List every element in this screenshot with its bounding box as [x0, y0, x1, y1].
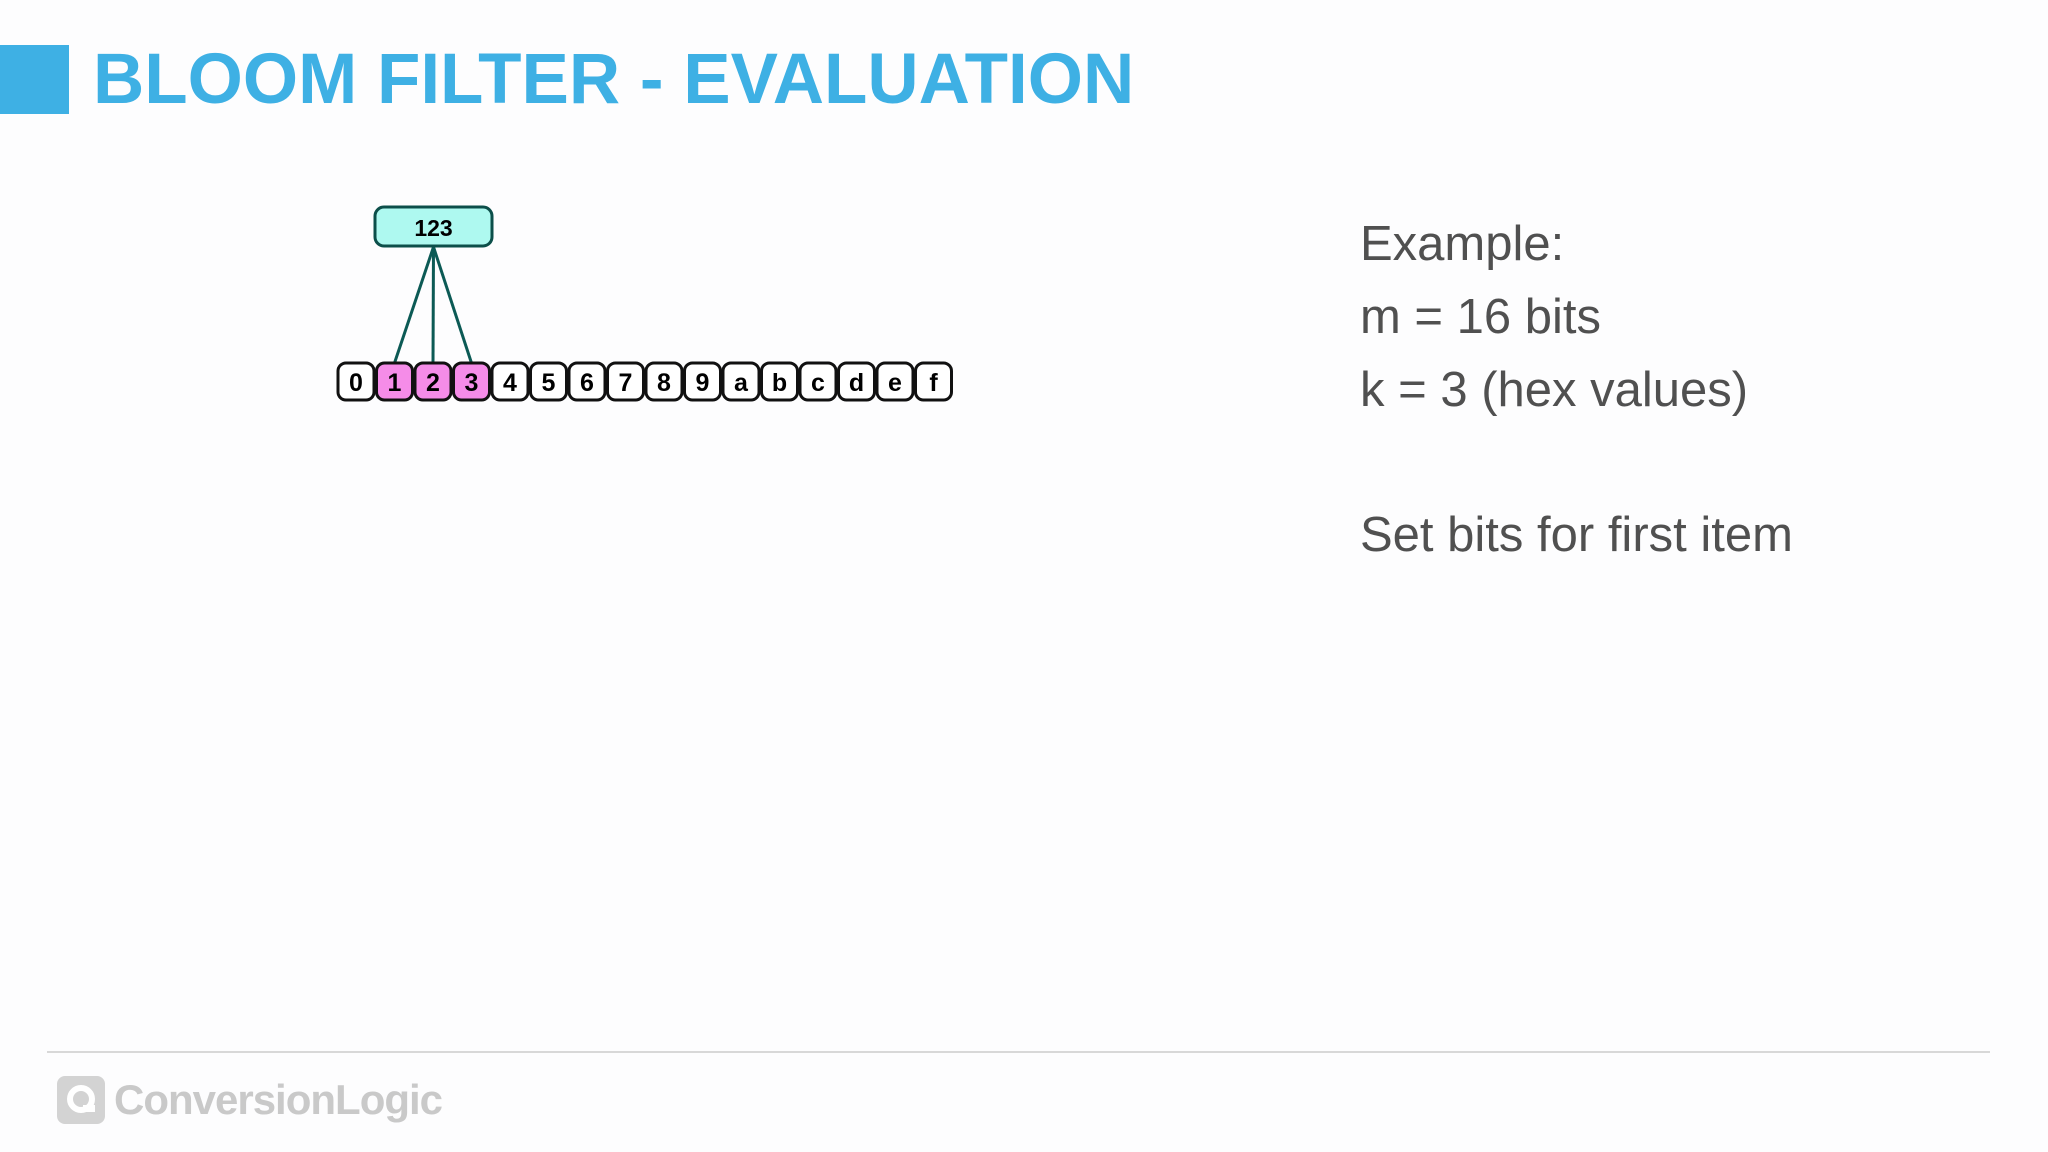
bit-cell-label: 0 [349, 369, 363, 397]
bit-cell-label: 3 [465, 369, 479, 397]
bit-cell-box [529, 361, 568, 402]
logo-text: ConversionLogic [114, 1076, 443, 1123]
logo-icon [57, 1076, 105, 1124]
example-info: Example: m = 16 bits k = 3 (hex values) … [1360, 208, 1793, 572]
footer-divider [47, 1051, 1990, 1053]
bit-cell-1: 1 [375, 361, 414, 402]
title-accent-square [0, 45, 69, 114]
bit-cell-box [490, 361, 530, 402]
bit-cell-8: 8 [644, 361, 684, 402]
bit-cell-box [914, 361, 953, 402]
bit-cell-box [413, 361, 453, 402]
bit-cell-label: f [929, 369, 938, 397]
bit-cell-e: e [875, 361, 915, 402]
step-description: Set bits for first item [1360, 508, 1793, 562]
bit-cell-label: c [811, 369, 825, 397]
bit-cell-label: a [734, 369, 749, 397]
item-box [373, 205, 494, 248]
item-label: 123 [414, 215, 452, 241]
bit-cell-label: 1 [388, 369, 402, 397]
bit-cell-label: 6 [580, 369, 594, 397]
bit-cell-box [683, 361, 722, 402]
bit-cell-box [375, 361, 414, 402]
bit-cell-b: b [760, 361, 799, 402]
bit-cell-box [875, 361, 915, 402]
hash-line-3 [432, 246, 473, 364]
bit-cell-box [336, 361, 376, 402]
bit-cell-label: d [849, 369, 864, 397]
hash-line-1 [393, 246, 435, 364]
m-value: m = 16 bits [1360, 290, 1602, 344]
hash-connectors [393, 246, 473, 364]
bit-cell-3: 3 [452, 361, 491, 402]
hash-line-2 [431, 246, 435, 364]
bit-cell-0: 0 [336, 361, 376, 402]
bit-cell-label: 7 [619, 369, 633, 397]
bit-cell-9: 9 [683, 361, 722, 402]
bit-cell-label: 2 [426, 369, 440, 397]
bit-cell-box [567, 361, 607, 402]
bit-cell-2: 2 [413, 361, 453, 402]
bit-cell-box [721, 361, 761, 402]
bit-cell-f: f [914, 361, 953, 402]
bit-cell-label: 8 [657, 369, 671, 397]
bit-cell-4: 4 [490, 361, 530, 402]
bit-cell-box [452, 361, 491, 402]
bit-cell-label: b [772, 369, 787, 397]
conversionlogic-logo: ConversionLogic [56, 1073, 443, 1127]
bit-cell-a: a [721, 361, 761, 402]
bit-cell-label: 4 [503, 369, 517, 397]
bit-cell-box [606, 361, 645, 402]
bit-cell-box [644, 361, 684, 402]
page-title: BLOOM FILTER - EVALUATION [93, 40, 1135, 119]
bit-cell-box [798, 361, 838, 402]
bit-cell-label: 5 [542, 369, 556, 397]
bit-cell-box [760, 361, 799, 402]
bit-cell-5: 5 [529, 361, 568, 402]
bit-cell-box [837, 361, 876, 402]
bit-cell-label: e [888, 369, 902, 397]
item-node: 123 [373, 205, 494, 248]
bit-cell-d: d [837, 361, 876, 402]
bit-cell-c: c [798, 361, 838, 402]
bit-cell-7: 7 [606, 361, 645, 402]
k-value: k = 3 (hex values) [1360, 363, 1749, 417]
example-heading: Example: [1360, 217, 1565, 271]
bit-cell-6: 6 [567, 361, 607, 402]
bit-cell-label: 9 [696, 369, 710, 397]
